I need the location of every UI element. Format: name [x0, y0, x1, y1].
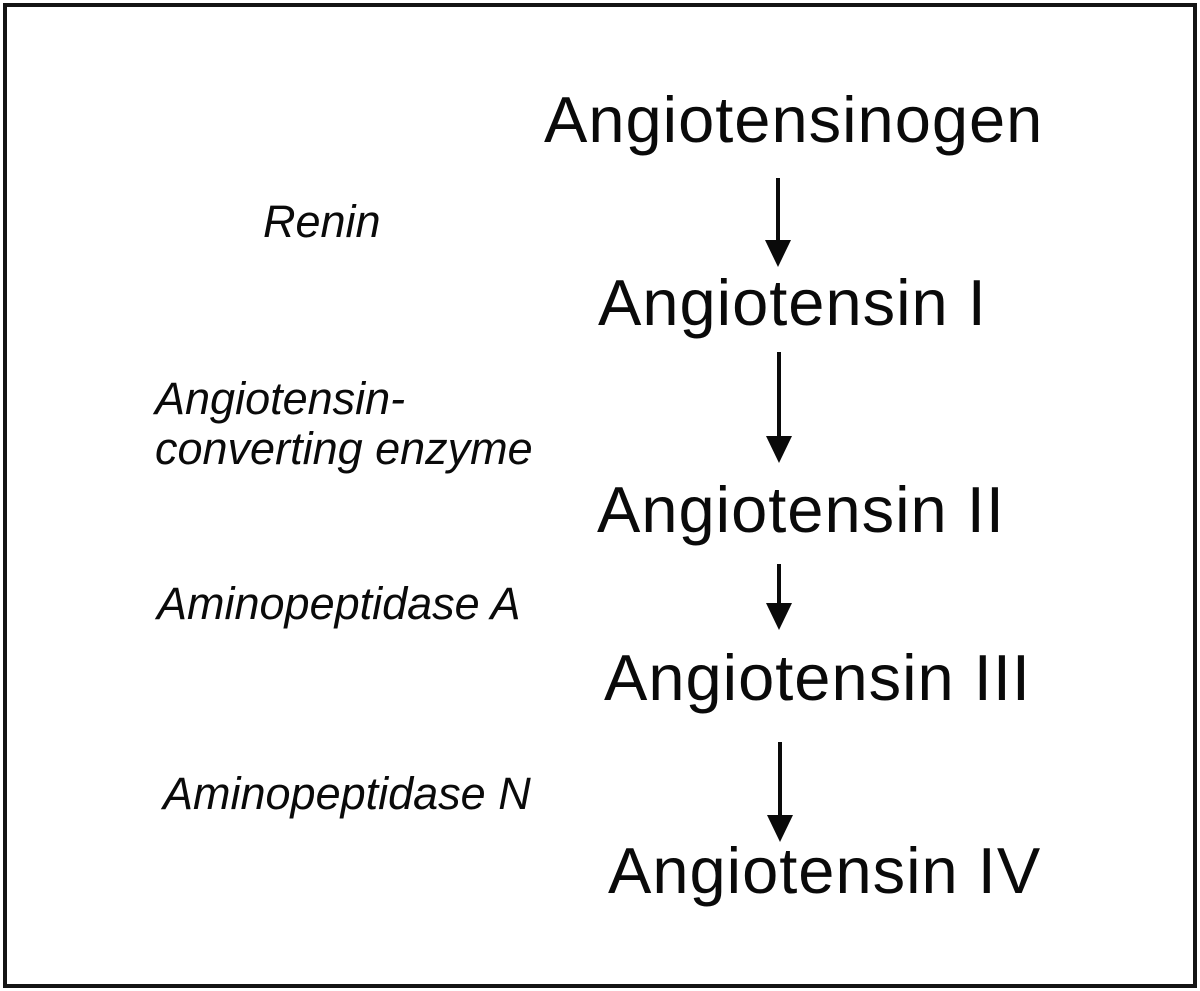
- enzyme-label-angiotensin-converting-enzyme: Angiotensin- converting enzyme: [155, 374, 533, 473]
- node-angiotensin-iii: Angiotensin III: [604, 641, 1031, 714]
- enzyme-label-aminopeptidase-a: Aminopeptidase A: [157, 578, 521, 629]
- enzyme-label-renin: Renin: [263, 196, 381, 247]
- node-angiotensin-i: Angiotensin I: [598, 266, 987, 339]
- arrow-angiotensin-i-to-angiotensin-ii: [766, 352, 792, 463]
- arrow-angiotensinogen-to-angiotensin-i: [765, 178, 791, 267]
- node-angiotensin-iv: Angiotensin IV: [608, 834, 1042, 907]
- node-angiotensinogen: Angiotensinogen: [544, 83, 1044, 156]
- arrow-angiotensin-ii-to-angiotensin-iii: [766, 564, 792, 630]
- enzyme-label-aminopeptidase-n: Aminopeptidase N: [163, 768, 531, 819]
- enzyme-label-ace-line1: Angiotensin-: [155, 373, 406, 424]
- node-angiotensin-ii: Angiotensin II: [597, 473, 1005, 546]
- arrow-angiotensin-iii-to-angiotensin-iv: [767, 742, 793, 842]
- enzyme-label-ace-line2: converting enzyme: [155, 422, 533, 474]
- diagram-border-frame: [3, 3, 1197, 988]
